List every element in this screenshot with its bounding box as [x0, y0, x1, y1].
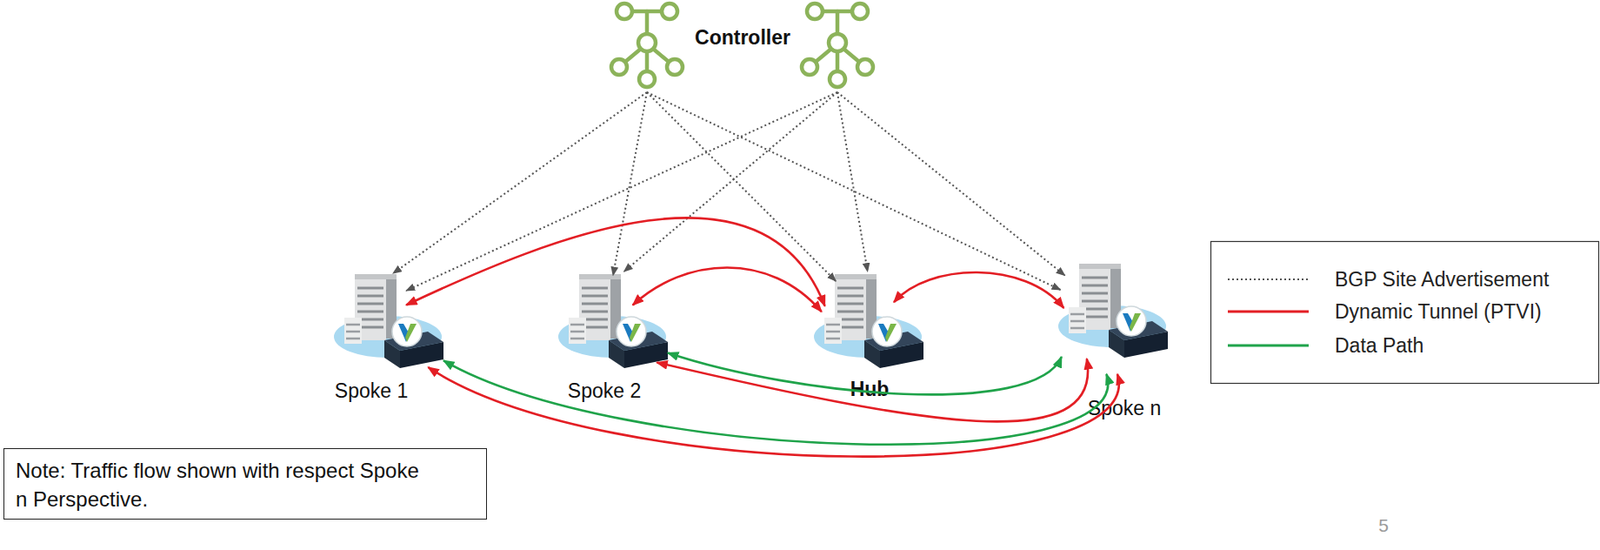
legend-sample-green	[1227, 344, 1309, 347]
controller-icon	[611, 3, 683, 87]
legend-text: BGP Site Advertisement	[1334, 267, 1549, 292]
bgp-advertisement-line	[624, 92, 838, 272]
note-text: Note: Traffic flow shown with respect Sp…	[15, 455, 434, 514]
site-icon	[1058, 263, 1168, 358]
dynamic-tunnel-arrow	[427, 366, 1119, 457]
bgp-advertisement-line	[613, 92, 647, 275]
dynamic-tunnel-arrow	[893, 272, 1064, 308]
site-node: Spoke 1	[333, 271, 444, 367]
node-label: Spoke 2	[567, 379, 641, 403]
node-label: Hub	[850, 377, 890, 401]
legend-text: Dynamic Tunnel (PTVI)	[1334, 300, 1542, 324]
legend-box	[1211, 241, 1600, 384]
dynamic-tunnel-arrow	[633, 266, 822, 312]
site-node: Spoke n	[1058, 260, 1168, 357]
node-label: Spoke n	[1087, 396, 1161, 420]
dynamic-tunnel-arrow	[656, 358, 1088, 421]
site-icon	[813, 273, 924, 368]
bgp-advertisement-line	[837, 92, 868, 272]
bgp-advertisement-line	[406, 92, 838, 291]
legend-sample-red	[1227, 310, 1309, 314]
node-label: Controller	[694, 26, 791, 50]
data-path-arrow	[443, 360, 1108, 444]
dynamic-tunnel-arrow	[406, 217, 825, 306]
controller-icon	[801, 3, 874, 87]
legend-sample-dotted	[1227, 278, 1309, 280]
site-icon	[558, 273, 668, 368]
legend-text: Data Path	[1334, 333, 1424, 358]
bgp-advertisement-line	[646, 92, 836, 281]
site-node: Spoke 2	[558, 271, 668, 367]
site-icon	[333, 273, 444, 368]
bgp-advertisement-line	[646, 92, 1061, 290]
note-box: Note: Traffic flow shown with respect Sp…	[3, 447, 487, 520]
bgp-advertisement-line	[837, 92, 1066, 276]
controller-group: Controller	[608, 1, 874, 93]
node-label: Spoke 1	[334, 379, 408, 403]
page-number: 5	[1378, 514, 1389, 536]
bgp-advertisement-line	[393, 92, 647, 274]
site-node: Hub	[813, 271, 924, 367]
